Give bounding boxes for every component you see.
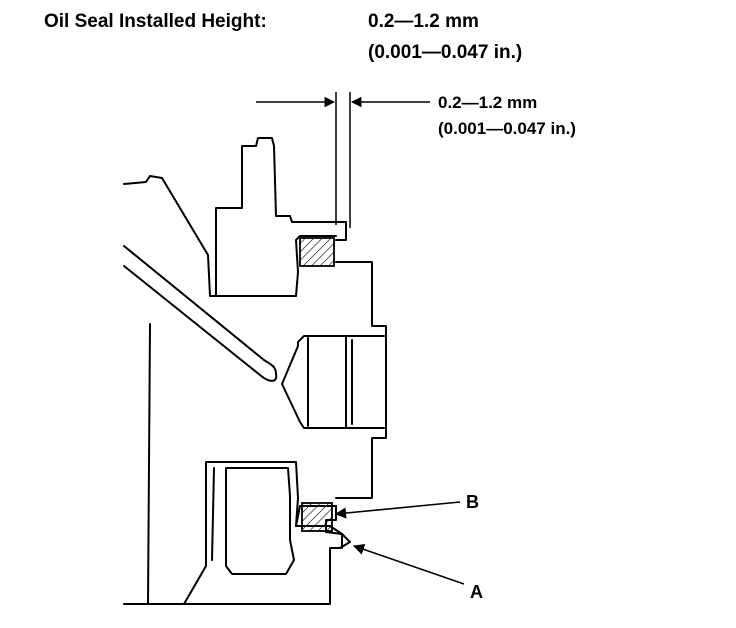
header-spec-in: (0.001—0.047 in.) [368, 42, 522, 63]
dimension-value-mm: 0.2—1.2 mm [438, 93, 537, 112]
upper-boss-inner [225, 235, 337, 297]
callout-b-label: B [466, 492, 479, 512]
lower-boss-edge [211, 467, 215, 561]
upper-boss [215, 137, 347, 297]
dimension-value-in: (0.001—0.047 in.) [438, 119, 576, 138]
lower-boss [183, 461, 343, 605]
housing-drawing [123, 137, 387, 605]
shaft-profile [335, 261, 387, 499]
housing-outline-left [123, 175, 227, 297]
header-spec-mm: 0.2—1.2 mm [368, 11, 479, 32]
header-title: Oil Seal Installed Height: [44, 11, 267, 32]
journal-tip [281, 335, 385, 429]
callout-a-leader [352, 543, 465, 585]
oil-seal-upper [299, 237, 335, 267]
callout-b-leader [334, 501, 461, 519]
callout-a-label: A [470, 582, 483, 602]
lower-boss-inner [225, 467, 295, 575]
inner-wall [123, 323, 331, 605]
slanted-rod [123, 245, 278, 382]
oil-seal-lower [301, 502, 333, 532]
